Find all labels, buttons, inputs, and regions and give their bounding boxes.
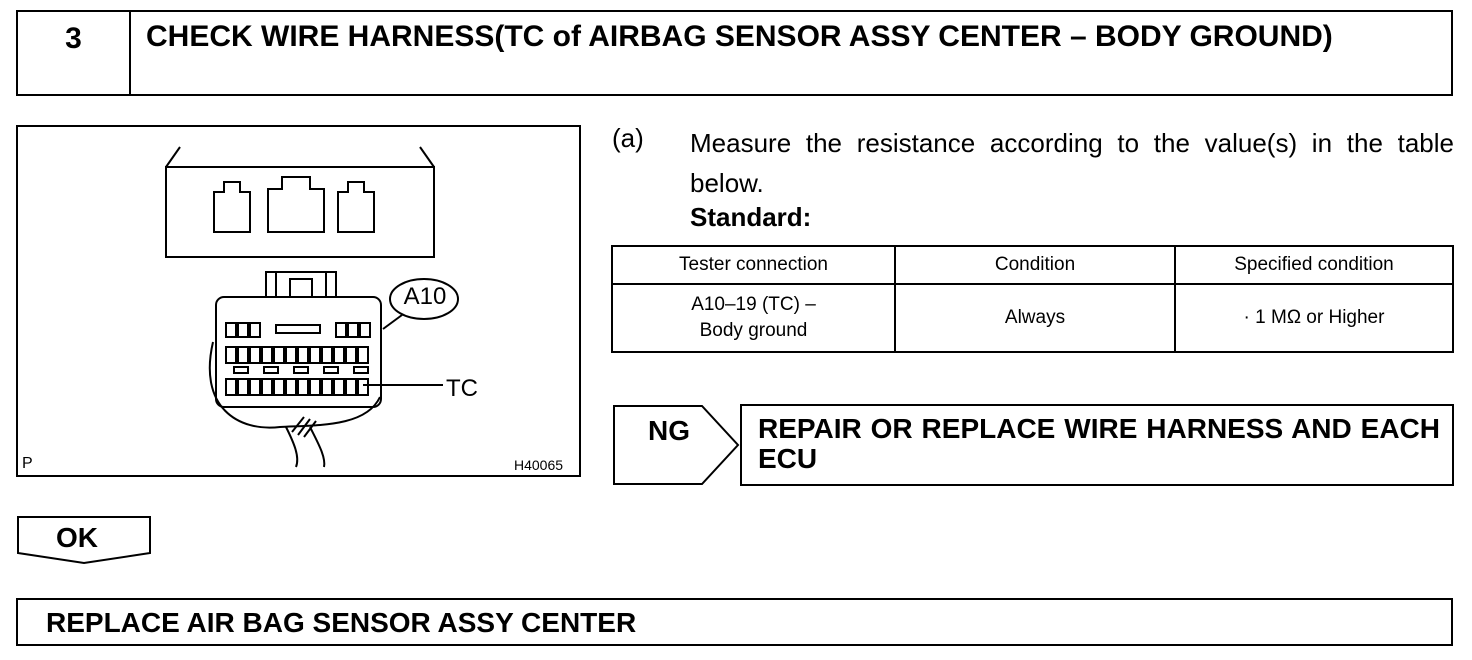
table-header: Specified condition bbox=[1174, 245, 1454, 285]
final-action-box: REPLACE AIR BAG SENSOR ASSY CENTER bbox=[16, 598, 1453, 646]
table-header-row: Tester connection Condition Specified co… bbox=[611, 245, 1454, 285]
table-cell-connection: A10–19 (TC) – Body ground bbox=[611, 283, 896, 353]
connector-diagram: A10 TC P H40065 bbox=[16, 125, 581, 477]
step-title: CHECK WIRE HARNESS(TC of AIRBAG SENSOR A… bbox=[146, 20, 1333, 53]
instruction-text: Measure the resistance according to the … bbox=[690, 128, 1454, 198]
final-action-text: REPLACE AIR BAG SENSOR ASSY CENTER bbox=[46, 607, 637, 638]
corner-label: P bbox=[22, 455, 33, 472]
spec-table: Tester connection Condition Specified co… bbox=[611, 245, 1454, 353]
figure-id: H40065 bbox=[514, 457, 564, 473]
ok-arrow-box bbox=[17, 516, 151, 565]
ng-result-box: REPAIR OR REPLACE WIRE HARNESS AND EACH … bbox=[740, 404, 1454, 486]
connection-line: Body ground bbox=[699, 320, 808, 341]
standard-label: Standard: bbox=[690, 202, 812, 232]
ng-label: NG bbox=[648, 415, 690, 446]
ng-action-text: REPAIR OR REPLACE WIRE HARNESS AND EACH … bbox=[758, 413, 1440, 474]
ng-arrow-box bbox=[613, 405, 740, 485]
step-header: 3 CHECK WIRE HARNESS(TC of AIRBAG SENSOR… bbox=[16, 10, 1453, 96]
item-marker: (a) bbox=[612, 123, 644, 153]
terminal-label: TC bbox=[446, 375, 478, 402]
ok-label: OK bbox=[56, 522, 98, 553]
connector-illustration bbox=[165, 146, 459, 468]
table-cell-condition: Always bbox=[894, 283, 1176, 353]
connector-label: A10 bbox=[403, 283, 447, 310]
table-header: Condition bbox=[894, 245, 1176, 285]
table-row: A10–19 (TC) – Body ground Always · 1 MΩ … bbox=[611, 283, 1454, 353]
connection-line: A10–19 (TC) – bbox=[691, 294, 816, 315]
table-header: Tester connection bbox=[611, 245, 896, 285]
step-number: 3 bbox=[18, 12, 131, 94]
table-cell-specified: · 1 MΩ or Higher bbox=[1174, 283, 1454, 353]
